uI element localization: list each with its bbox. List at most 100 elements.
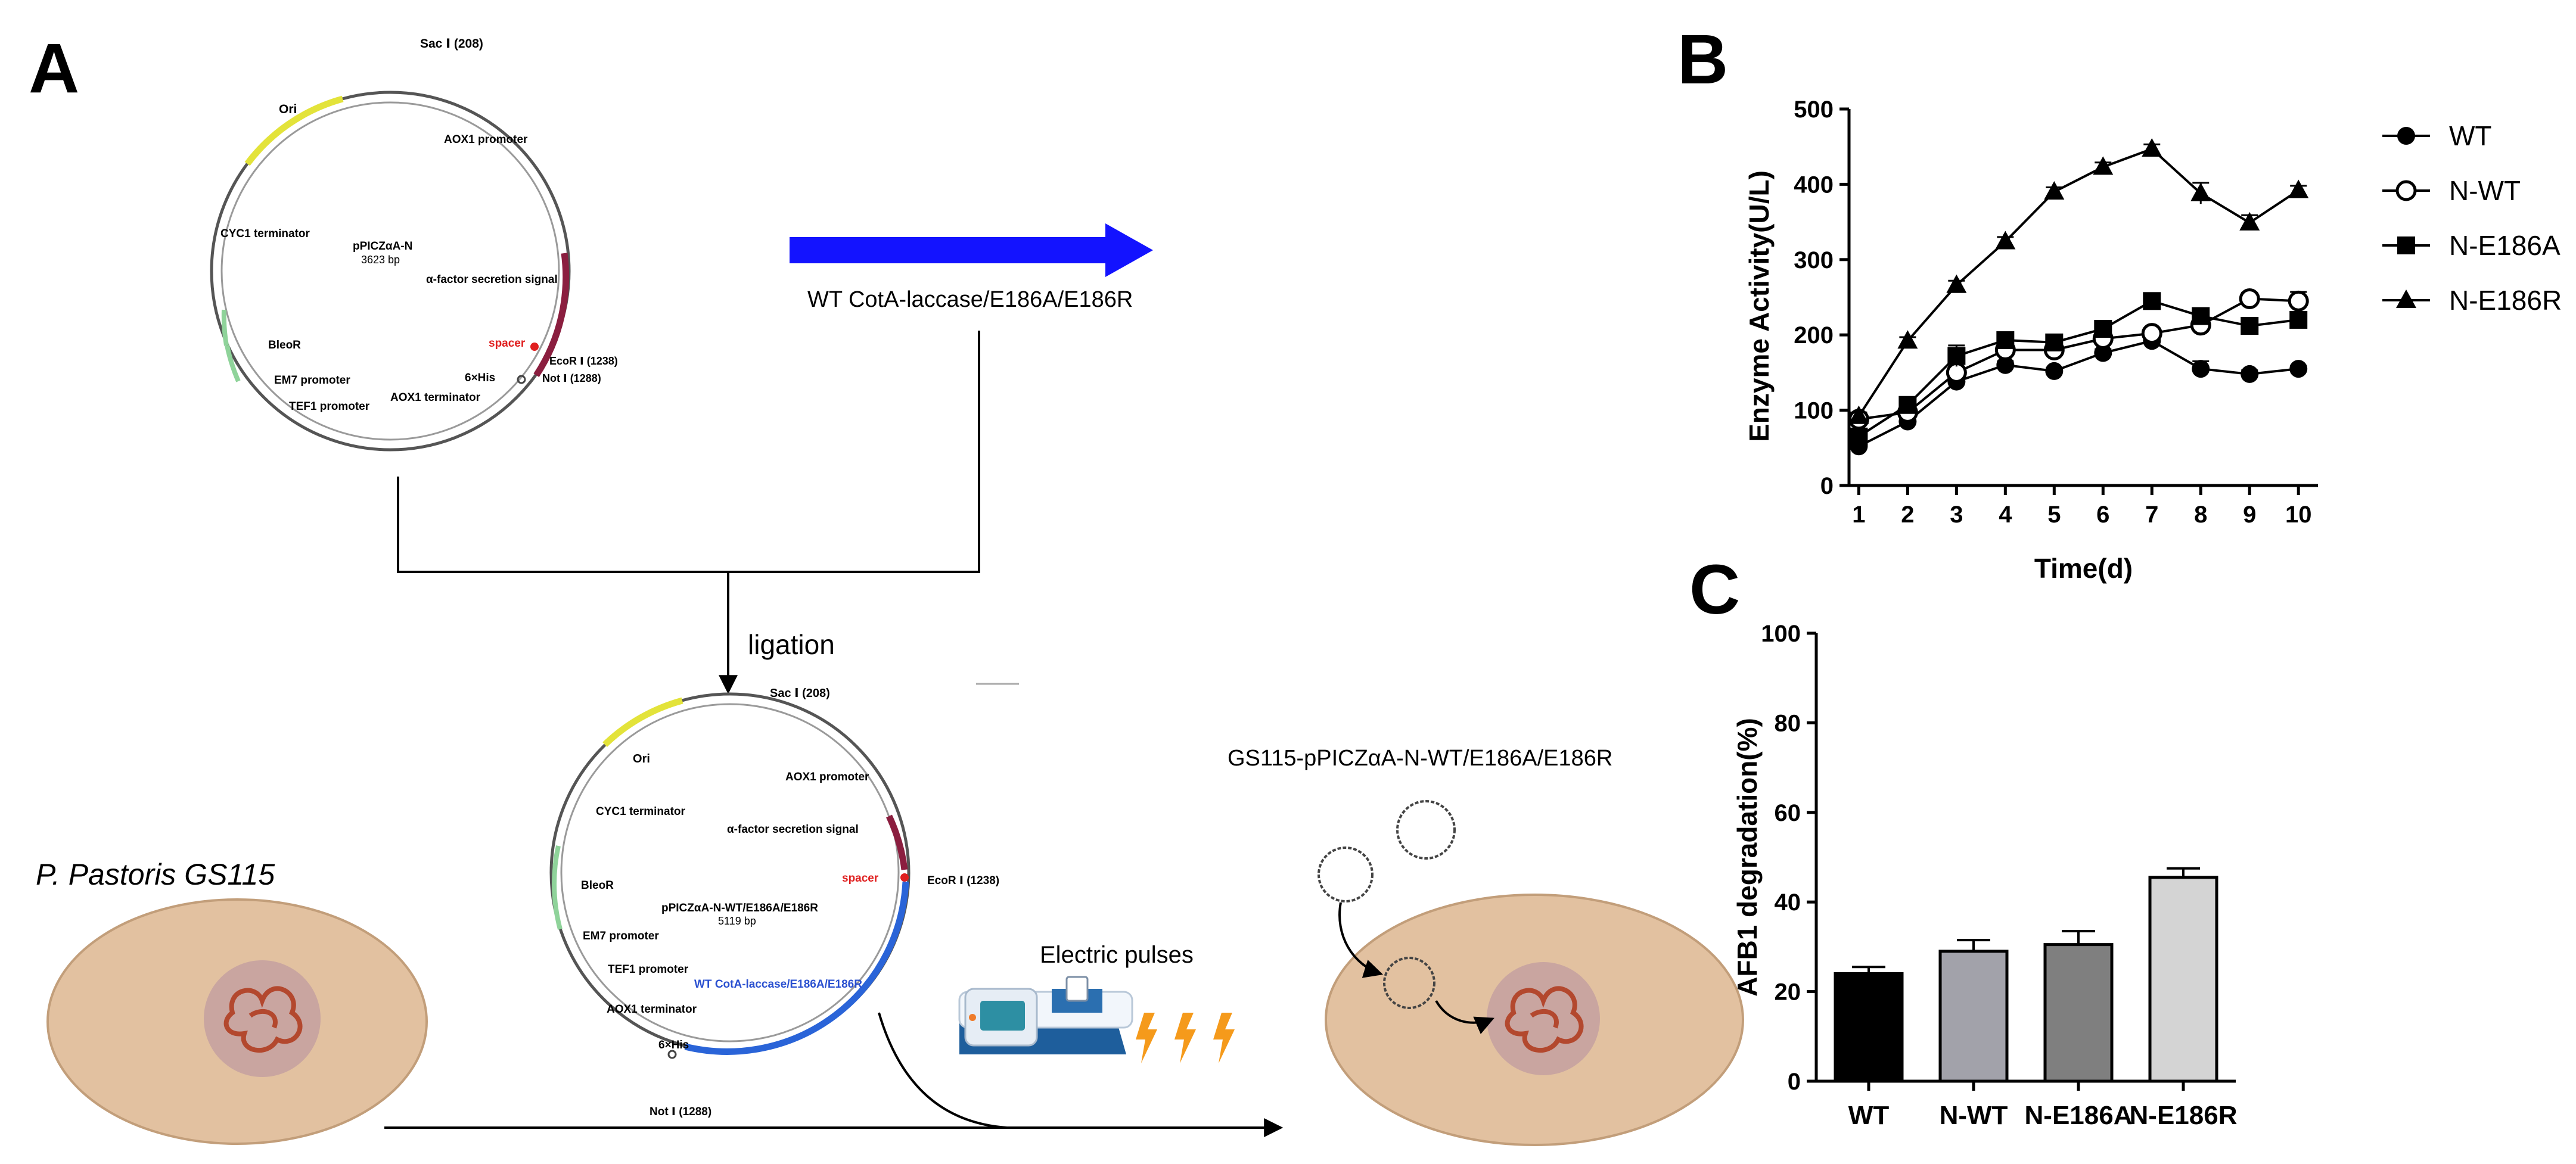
data-point [1850,427,1868,446]
data-point [2093,156,2114,175]
label-ecori-bottom: EcoR Ⅰ (1238) [927,874,999,887]
x-tick-label: 6 [2096,502,2109,528]
data-point [2094,344,2112,362]
host-nucleus [204,960,321,1077]
spacer-dot-bottom [900,873,909,882]
bleor-segment-bottom [552,845,563,930]
alpha-factor-segment-bottom [886,814,908,870]
label-sac: Sac Ⅰ (208) [420,37,483,51]
bleor-segment [221,309,229,346]
data-point [2239,288,2260,310]
x-tick-label: 3 [1950,502,1963,528]
label-his: 6×His [465,372,495,384]
label-aox1-terminator-bottom: AOX1 terminator [607,1003,697,1016]
free-plasmid-icon-2 [1317,846,1374,902]
x-tick-label: 7 [2145,502,2158,528]
label-aox1-promoter: AOX1 promoter [444,133,528,146]
label-alpha-factor: α-factor secretion signal [426,273,558,286]
plasmid-top-size: 3623 bp [361,254,400,266]
host-cell [46,898,428,1145]
plasmid-bottom-inner-ring [560,703,900,1042]
data-point [2190,182,2211,201]
series-N-E186R [1848,138,2309,424]
series-WT [1850,332,2308,456]
label-bleor: BleoR [268,339,301,351]
data-point [2288,179,2309,198]
series-line [1858,340,2299,448]
label-aox1-promoter-bottom: AOX1 promoter [785,771,869,783]
plasmid-top-name: pPICZαA-N [353,240,412,253]
his-tag-dot [517,375,526,384]
data-point [1897,330,1918,349]
y-tick-label: 20 [1775,979,1801,1006]
y-tick-label: 500 [1794,97,1834,123]
his-tag-dot-bottom [667,1050,677,1059]
label-his-bottom: 6×His [658,1039,689,1051]
data-point [2241,317,2259,335]
plasmid-bottom-size: 5119 bp [718,915,756,927]
category-label: N-E186A [2025,1101,2133,1130]
insert-segment [684,881,909,1055]
electroporator-device [958,976,1235,1063]
panel-b-label: B [1677,20,1728,99]
host-dna [223,986,303,1053]
label-insert-bottom: WT CotA-laccase/E186A/E186R [694,978,862,991]
data-point [1996,331,2015,350]
category-label: WT [1848,1101,1890,1130]
lightning-bolt-icon [1136,1013,1157,1063]
label-bleor-bottom: BleoR [581,879,614,892]
data-point [2143,292,2161,310]
x-tick-label: 1 [1852,502,1865,528]
data-point [2289,310,2308,329]
transformed-nucleus [1487,962,1600,1075]
spacer-dot [530,343,539,351]
label-noti: Not Ⅰ (1288) [542,372,601,384]
panel-a-label: A [29,29,79,108]
data-point [1946,274,1967,293]
x-axis-label: Time(d) [2034,553,2133,584]
uptake-arrow [1338,902,1384,978]
data-point [2141,323,2162,344]
label-em7: EM7 promoter [274,374,350,387]
bar-N-E186A [2043,943,2114,1083]
legend-label: N-E186R [2449,285,2562,316]
y-tick-label: 0 [1820,473,1834,499]
label-em7-bottom: EM7 promoter [583,930,659,942]
y-tick-label: 400 [1794,172,1834,198]
plasmid-top: Sac Ⅰ (208) Ori AOX1 promoter CYC1 termi… [210,37,618,452]
lightning-bolt-icon-2 [1174,1013,1196,1063]
data-point [2241,365,2259,383]
x-tick-label: 10 [2285,502,2312,528]
y-tick-label: 80 [1775,710,1801,736]
alpha-factor-segment [533,253,570,378]
legend-marker [2397,236,2415,254]
plasmid-bottom-name: pPICZαA-N-WT/E186A/E186R [661,902,818,914]
legend-label: WT [2449,120,2492,151]
label-ori: Ori [279,102,297,116]
data-point [2142,138,2162,157]
series-N-E186A [1850,292,2308,446]
y-tick-label: 40 [1775,889,1801,916]
label-spacer-bottom: spacer [842,872,879,885]
data-point [1848,405,1869,424]
legend-marker [2396,290,2416,308]
legend-label: N-WT [2449,175,2521,206]
ori-segment-bottom [602,697,683,747]
bar-N-E186R [2148,876,2218,1083]
y-axis-label: Enzyme Activity(U/L) [1744,170,1775,442]
device-cuvette [1065,976,1089,1002]
plasmid-bottom: Sac Ⅰ (208) Ori AOX1 promoter CYC1 termi… [549,687,999,1118]
label-alpha-factor-bottom: α-factor secretion signal [727,823,859,836]
y-tick-label: 100 [1761,621,1801,647]
series-line [1859,297,2299,421]
data-point [1898,396,1917,414]
legend-label: N-E186A [2449,230,2561,261]
label-cyc1-bottom: CYC1 terminator [596,805,686,818]
lightning-bolt-icon-3 [1213,1013,1235,1063]
data-point [2045,362,2064,380]
transfer-curve [878,1012,1008,1129]
label-ecori: EcoR Ⅰ (1238) [549,355,618,367]
